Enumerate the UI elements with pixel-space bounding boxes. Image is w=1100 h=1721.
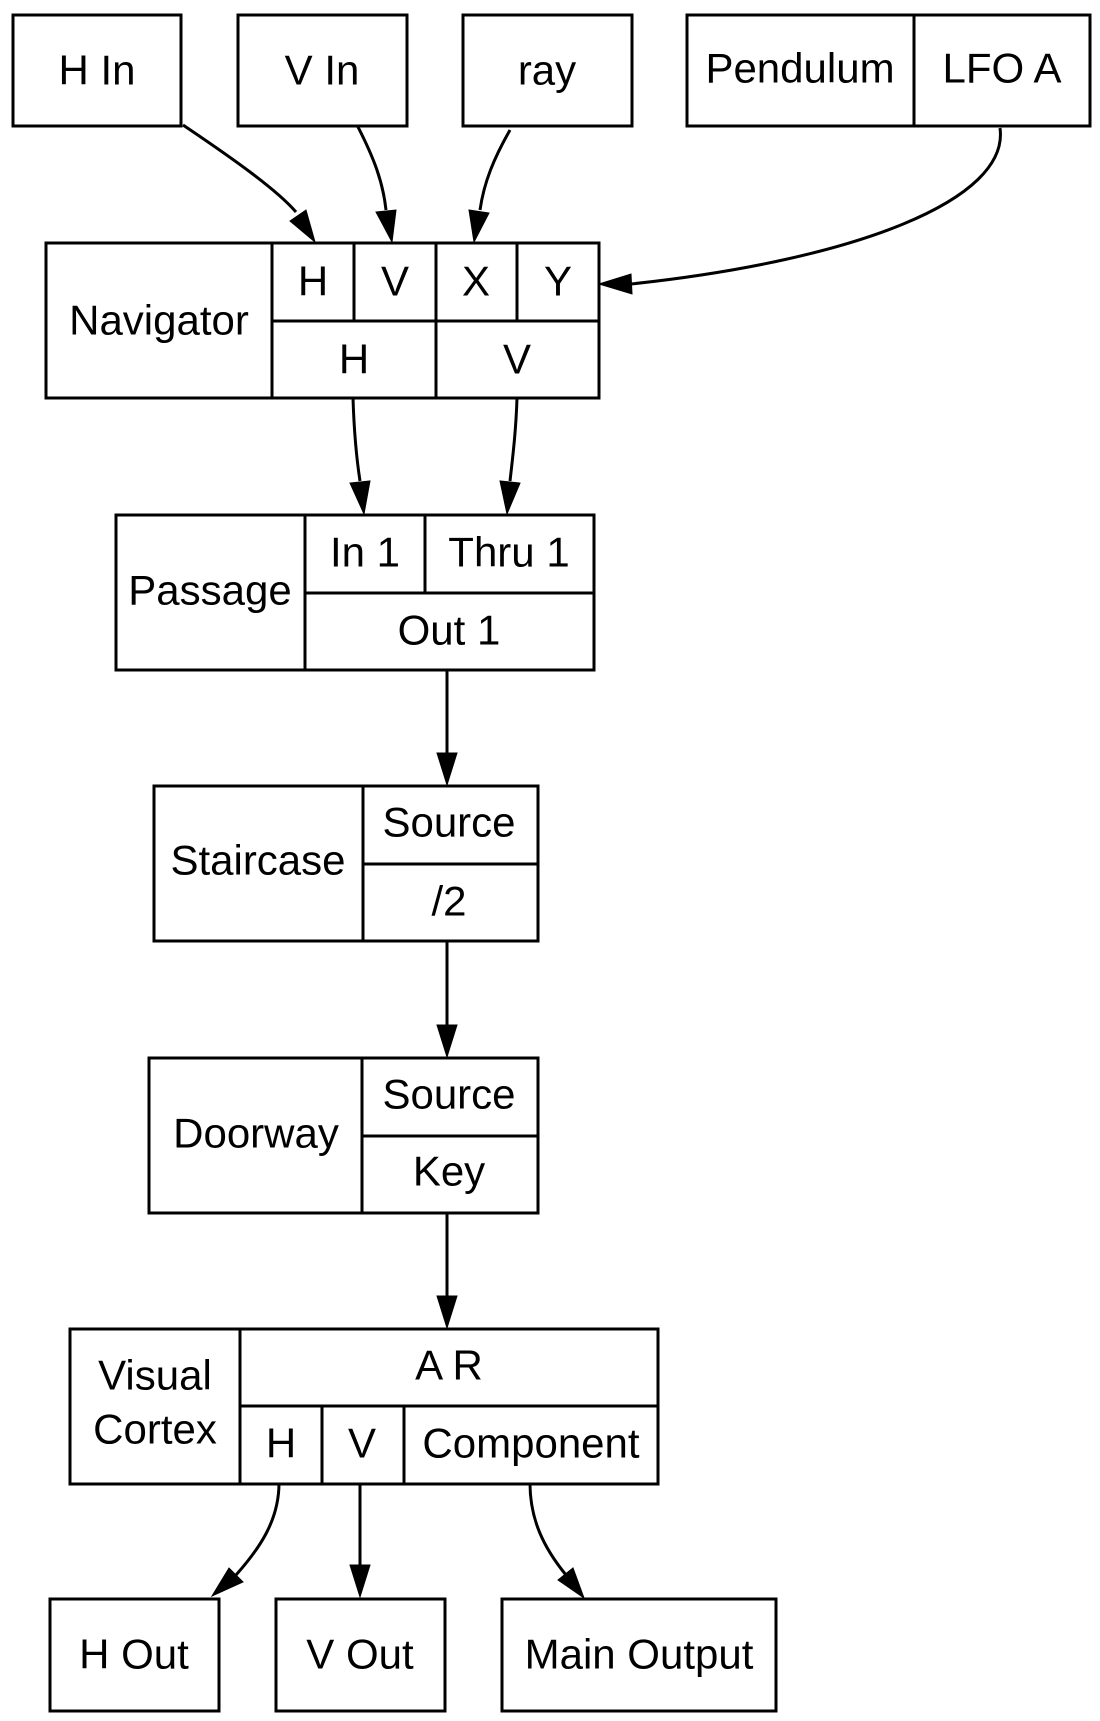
- edge-navigator-v-to-passage-thru1: [499, 397, 521, 516]
- node-visual-cortex-title-line2: Cortex: [93, 1406, 217, 1453]
- edge-navigator-h-to-passage-in1: [349, 397, 371, 516]
- node-staircase-title: Staircase: [170, 837, 345, 884]
- node-h-out-label: H Out: [79, 1631, 189, 1678]
- port-navigator-out-h[interactable]: H: [339, 336, 369, 383]
- node-pendulum[interactable]: Pendulum LFO A: [685, 13, 1092, 128]
- node-pendulum-title: Pendulum: [705, 45, 894, 92]
- node-main-output-label: Main Output: [525, 1631, 754, 1678]
- node-v-out-label: V Out: [306, 1631, 414, 1678]
- node-ray[interactable]: ray: [461, 13, 634, 128]
- edge-visual-cortex-component-to-main-output: [528, 1482, 586, 1600]
- port-doorway-source[interactable]: Source: [382, 1071, 515, 1118]
- node-staircase[interactable]: Staircase Source /2: [152, 784, 540, 943]
- port-staircase-source[interactable]: Source: [382, 799, 515, 846]
- edge-visual-cortex-h-to-h-out: [210, 1482, 281, 1598]
- port-visual-cortex-h[interactable]: H: [266, 1420, 296, 1467]
- node-v-in-label: V In: [285, 47, 360, 94]
- edge-h-in-to-navigator-h: [182, 123, 316, 244]
- node-h-out[interactable]: H Out: [48, 1597, 221, 1713]
- port-staircase-div2[interactable]: /2: [431, 878, 466, 925]
- node-passage[interactable]: Passage In 1 Thru 1 Out 1: [114, 513, 596, 672]
- node-doorway-title: Doorway: [173, 1110, 339, 1157]
- edge-staircase-to-doorway-source: [436, 940, 458, 1059]
- node-visual-cortex-title-line1: Visual: [98, 1352, 212, 1399]
- port-navigator-out-v[interactable]: V: [503, 336, 531, 383]
- edges: [182, 123, 1002, 1600]
- port-navigator-in-v[interactable]: V: [381, 258, 409, 305]
- node-v-out[interactable]: V Out: [274, 1597, 447, 1713]
- edge-pendulum-to-navigator-y: [597, 127, 1002, 295]
- edge-doorway-key-to-visual-cortex: [436, 1212, 458, 1330]
- node-h-in[interactable]: H In: [11, 13, 183, 128]
- node-ray-label: ray: [518, 47, 576, 94]
- node-h-in-label: H In: [58, 47, 135, 94]
- port-visual-cortex-component[interactable]: Component: [422, 1420, 639, 1467]
- edge-v-in-to-navigator-v: [355, 124, 397, 244]
- port-passage-thru-1[interactable]: Thru 1: [448, 529, 569, 576]
- port-passage-in-1[interactable]: In 1: [330, 529, 400, 576]
- port-visual-cortex-ar[interactable]: A R: [415, 1342, 483, 1389]
- node-passage-title: Passage: [128, 567, 291, 614]
- node-navigator-title: Navigator: [69, 297, 249, 344]
- edge-passage-out1-to-staircase-source: [436, 668, 458, 787]
- port-navigator-in-x[interactable]: X: [462, 258, 490, 305]
- port-visual-cortex-v[interactable]: V: [348, 1420, 376, 1467]
- edge-ray-to-navigator-x: [468, 129, 512, 244]
- port-navigator-in-h[interactable]: H: [298, 258, 328, 305]
- node-doorway[interactable]: Doorway Source Key: [147, 1056, 540, 1215]
- port-doorway-key[interactable]: Key: [413, 1148, 485, 1195]
- node-v-in[interactable]: V In: [236, 13, 409, 128]
- edge-visual-cortex-v-to-v-out: [349, 1483, 371, 1599]
- port-passage-out-1[interactable]: Out 1: [398, 607, 501, 654]
- port-navigator-in-y[interactable]: Y: [544, 258, 572, 305]
- node-visual-cortex[interactable]: Visual Cortex A R H V Component: [68, 1327, 660, 1486]
- node-main-output[interactable]: Main Output: [500, 1597, 778, 1713]
- node-navigator[interactable]: Navigator H V X Y H V: [44, 241, 601, 400]
- port-pendulum-lfo-a[interactable]: LFO A: [942, 45, 1061, 92]
